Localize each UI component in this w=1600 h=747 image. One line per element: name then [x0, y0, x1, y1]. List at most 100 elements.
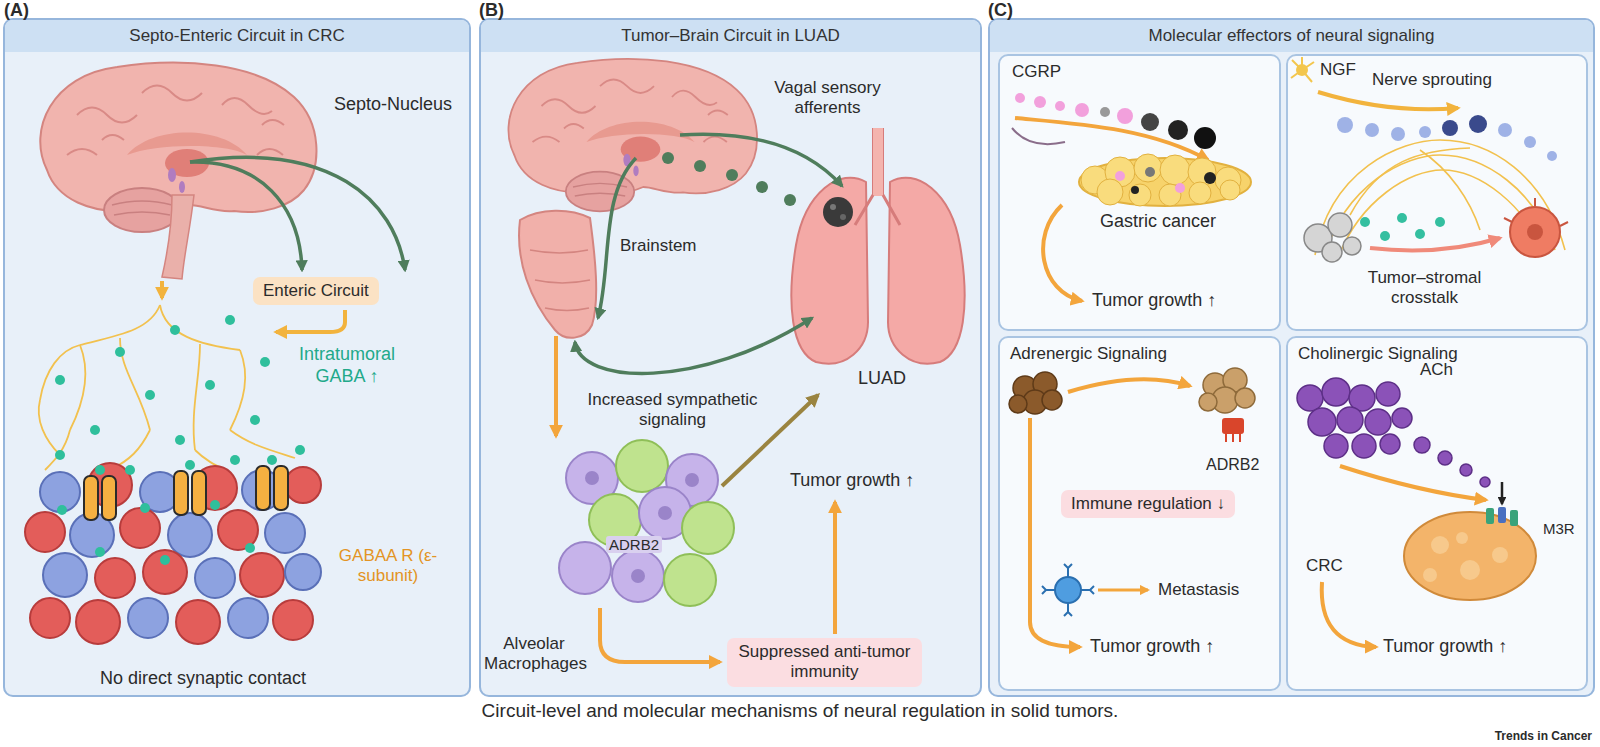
- illustration-part: [240, 553, 284, 597]
- illustration-part: [256, 466, 270, 510]
- illustration-part: [276, 310, 345, 332]
- illustration-part: [267, 455, 277, 465]
- label-text: No direct synaptic contact: [100, 668, 306, 688]
- illustration-part: [174, 460, 206, 515]
- illustration-part: [873, 128, 883, 196]
- illustration-part: [1009, 395, 1027, 413]
- label: ADRB2: [606, 536, 662, 554]
- illustration-part: [1235, 388, 1255, 408]
- illustration-part: [823, 197, 853, 227]
- illustration-part: [192, 471, 206, 515]
- illustration-part: [1480, 477, 1490, 487]
- illustration-part: [1115, 171, 1125, 181]
- illustration-part: [1343, 237, 1361, 255]
- illustration-part: [1194, 127, 1216, 149]
- label-text: CRC: [1306, 556, 1343, 575]
- illustration-part: [230, 455, 240, 465]
- caption-text: Circuit-level and molecular mechanisms o…: [482, 700, 1119, 721]
- sub-panel-heading: NGF: [1320, 60, 1356, 80]
- panel-title: Molecular effectors of neural signaling: [1148, 26, 1434, 46]
- illustration-part: [273, 600, 313, 640]
- label: Gastric cancer: [1100, 211, 1216, 233]
- label-text: Nerve sprouting: [1372, 70, 1492, 89]
- illustration-part: [1081, 586, 1094, 594]
- illustration-part: [1204, 172, 1216, 184]
- illustration-part: [1370, 238, 1500, 250]
- illustration-part: [115, 347, 125, 357]
- illustration-part: [1560, 222, 1568, 226]
- illustration-part: [1220, 180, 1240, 200]
- label-text: LUAD: [858, 368, 906, 388]
- illustration-part: [1189, 182, 1211, 204]
- illustration-part: [176, 600, 220, 644]
- illustration-part: [102, 476, 116, 520]
- illustration-part: [190, 162, 302, 270]
- label: (A): [4, 0, 29, 22]
- illustration-part: [125, 465, 135, 475]
- label-text: ADRB2: [606, 536, 662, 553]
- label-box: Enteric Circuit: [253, 277, 379, 305]
- illustration-part: [726, 169, 738, 181]
- sub-panel: CGRP: [998, 54, 1281, 331]
- label-text: Tumor growth ↑: [790, 470, 914, 490]
- illustration-part: [285, 554, 321, 590]
- illustration-part: [791, 178, 868, 364]
- illustration-part: [174, 471, 188, 515]
- illustration-part: [95, 547, 105, 557]
- panel-header: Septo-Enteric Circuit in CRC: [5, 20, 469, 52]
- illustration-part: [84, 476, 98, 520]
- illustration-part: [1075, 103, 1089, 117]
- illustration-part: [1423, 568, 1437, 582]
- illustration-part: [195, 558, 235, 598]
- label-text: Tumor growth ↑: [1092, 290, 1216, 310]
- illustration-part: [168, 513, 212, 557]
- illustration-part: [1501, 482, 1504, 504]
- illustration-part: [664, 554, 716, 606]
- illustration-part: [998, 336, 1281, 691]
- illustration-part: [1141, 113, 1159, 131]
- illustration-part: [285, 467, 321, 503]
- label: Metastasis: [1158, 580, 1239, 600]
- panel: Septo-Enteric Circuit in CRC Enteric Circ…: [3, 18, 471, 697]
- box-text: Enteric Circuit: [263, 281, 369, 301]
- illustration-part: [1324, 434, 1348, 458]
- label-text: Alveolar Macrophages: [484, 634, 587, 673]
- label-text: Intratumoral GABA ↑: [299, 344, 395, 386]
- illustration-part: [190, 157, 405, 270]
- label-text: Gastric cancer: [1100, 211, 1216, 231]
- illustration-part: [1168, 120, 1188, 140]
- illustration-part: [1308, 408, 1336, 436]
- illustration-part: [1064, 603, 1072, 616]
- illustration-part: [1438, 451, 1452, 465]
- illustration-part: [585, 471, 599, 485]
- illustration-part: [1380, 434, 1400, 454]
- label: Alveolar Macrophages: [484, 634, 584, 675]
- illustration-part: [756, 181, 768, 193]
- illustration-part: [1098, 589, 1148, 592]
- label-text: Vagal sensory afferents: [774, 78, 880, 117]
- illustration-part: [1510, 207, 1560, 257]
- illustration-part: [1337, 117, 1353, 133]
- illustration-part: [1360, 213, 1445, 241]
- illustration-part: [1297, 378, 1490, 487]
- illustration-part: [1226, 434, 1240, 442]
- sub-panel-title: NGF: [1320, 60, 1356, 79]
- illustration-part: [833, 502, 837, 634]
- illustration-part: [612, 550, 664, 602]
- illustration-part: [265, 513, 305, 553]
- label: CRC: [1306, 556, 1343, 576]
- illustration-part: [1222, 418, 1244, 434]
- illustration-part: [160, 555, 170, 565]
- illustration-part: [1419, 126, 1431, 138]
- illustration-part: [1042, 586, 1055, 594]
- illustration-part: [1397, 213, 1407, 223]
- illustration-part: [1068, 379, 1190, 392]
- sub-panel-title: Adrenergic Signaling: [1010, 344, 1167, 363]
- illustration-part: [631, 569, 645, 583]
- illustration-part: [1431, 536, 1449, 554]
- illustration-part: [90, 425, 100, 435]
- illustration-part: [1145, 167, 1155, 177]
- illustration-part: [1486, 508, 1494, 524]
- illustration-part: [39, 400, 60, 455]
